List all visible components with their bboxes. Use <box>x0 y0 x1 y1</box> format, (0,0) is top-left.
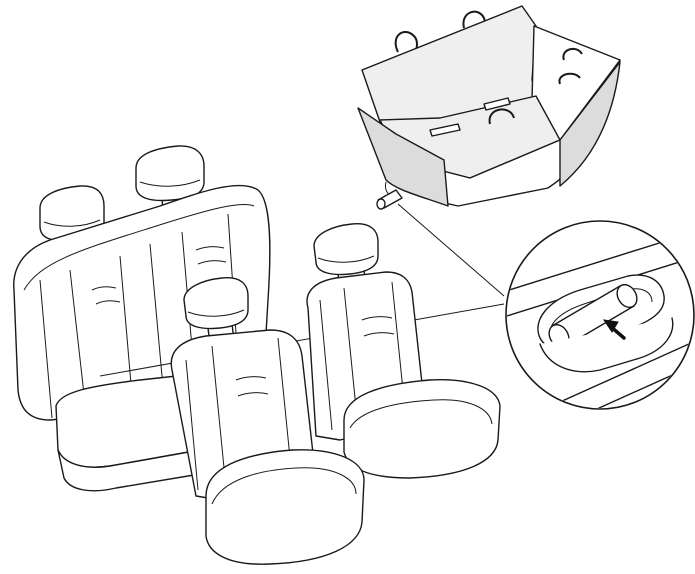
strap-loop <box>558 72 581 85</box>
front-right-headrest <box>313 223 379 276</box>
front-right-cushion <box>343 379 501 479</box>
rear-headrest-right <box>135 145 205 215</box>
strap-loop <box>562 47 583 61</box>
anchor-tube <box>376 181 403 210</box>
front-left-headrest <box>183 277 249 330</box>
seat-cover-hammock <box>357 5 621 210</box>
detail-magnifier <box>505 220 695 410</box>
leader-line <box>397 203 505 297</box>
arrow-icon <box>602 319 626 340</box>
anchor-tube-detail <box>548 283 638 349</box>
strap-loop <box>488 108 515 125</box>
front-left-seat <box>170 277 365 565</box>
seat-slot <box>483 97 511 111</box>
leader-line <box>99 303 505 377</box>
front-right-seat <box>306 223 501 479</box>
seat-slot <box>429 123 461 137</box>
front-left-cushion <box>205 449 365 565</box>
